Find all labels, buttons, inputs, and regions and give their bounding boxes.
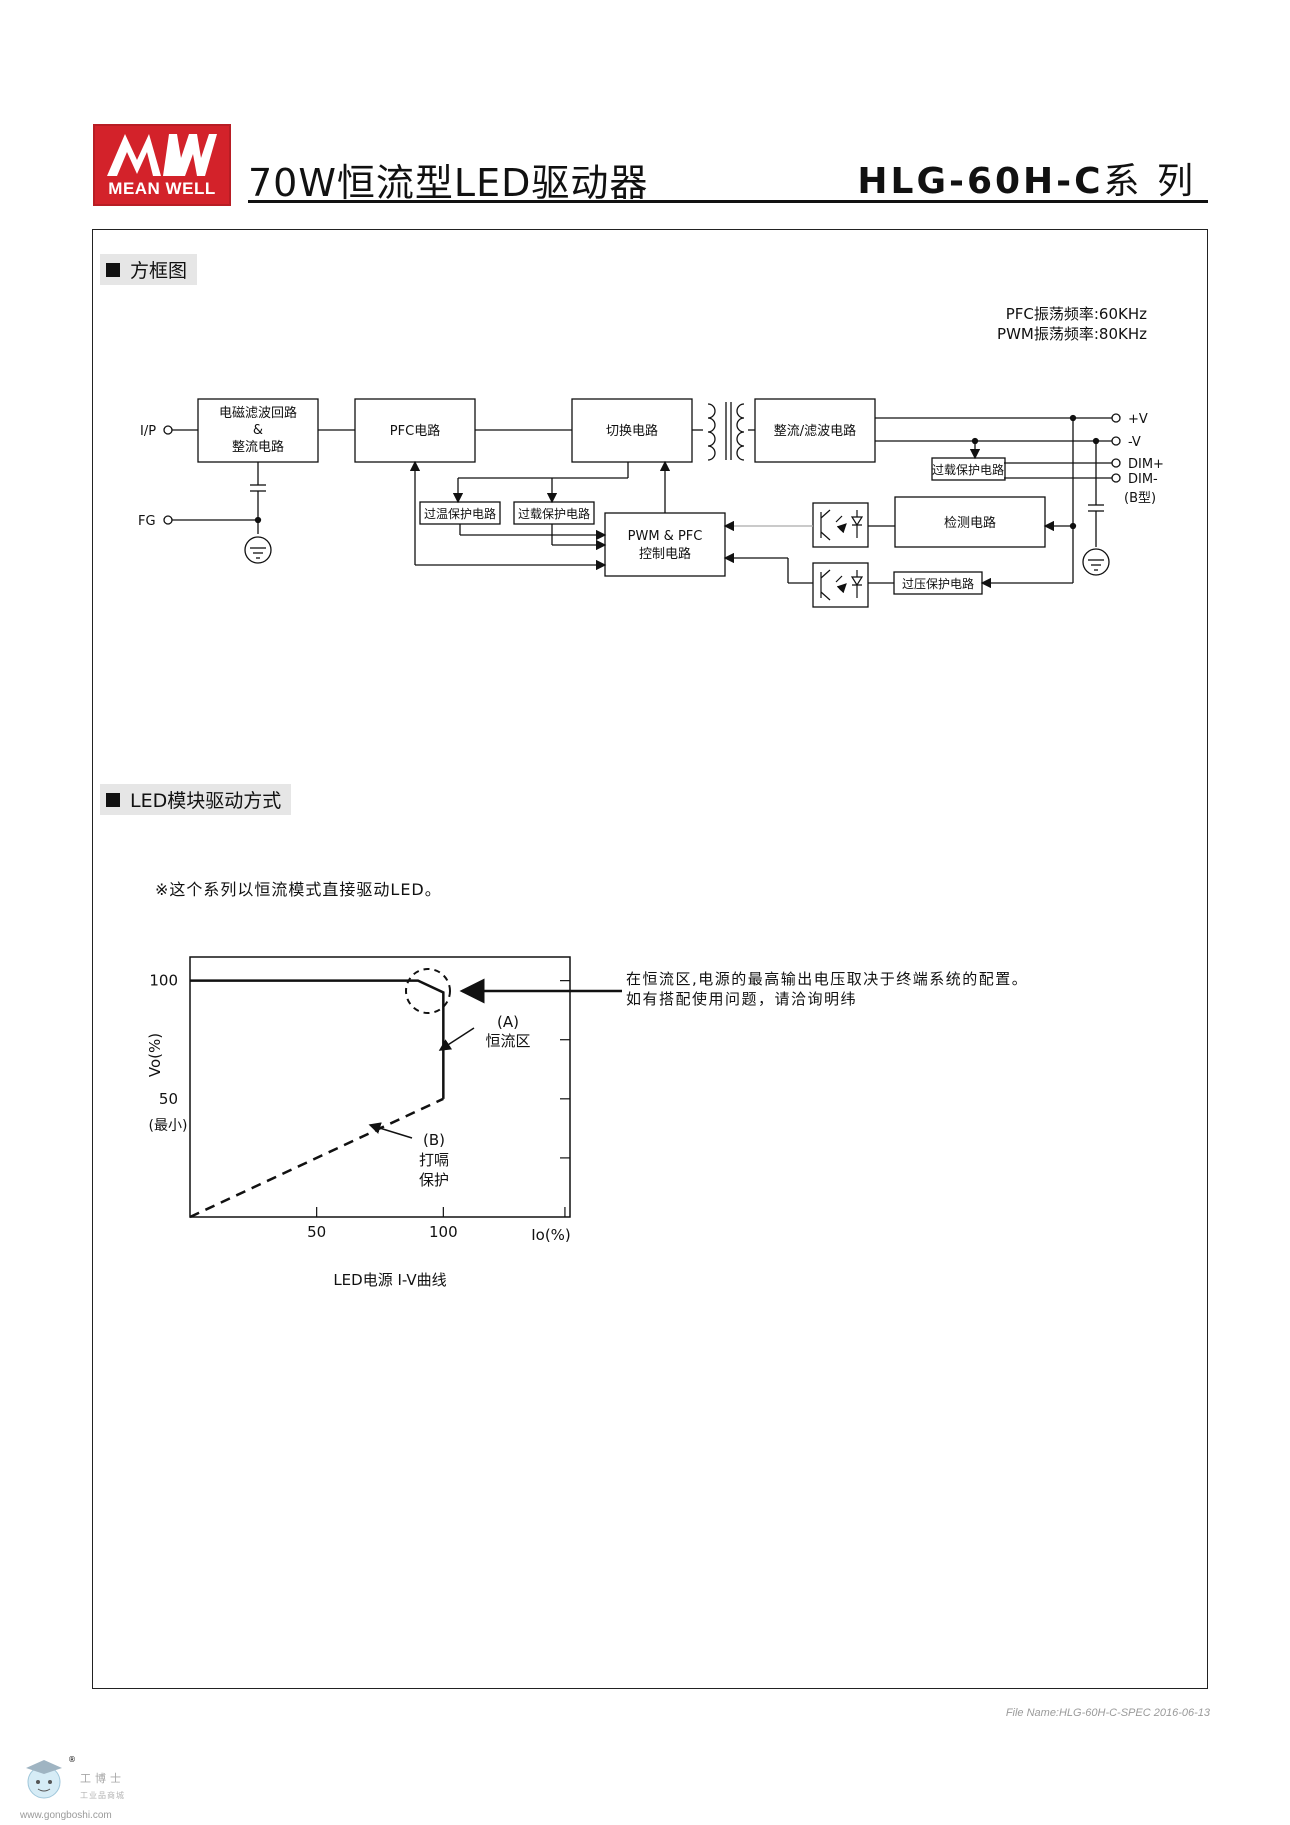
header-rule xyxy=(248,200,1208,203)
watermark-sub: 工业品商城 xyxy=(80,1791,125,1800)
rectifier-filter-block xyxy=(754,398,876,463)
input-fg-label: FG xyxy=(138,514,156,529)
annotation-a-text: 恒流区 xyxy=(485,1032,530,1050)
cv-region-note: 在恒流区,电源的最高输出电压取决于终端系统的配置。 如有搭配使用问题，请洽询明纬 xyxy=(626,969,1028,1009)
annotation-b-text-1: 打嗝 xyxy=(419,1151,449,1169)
y-axis-label: Vo(%) xyxy=(146,1033,164,1077)
emi-label-1: 电磁滤波回路 xyxy=(219,405,297,421)
page-title: 70W恒流型LED驱动器 xyxy=(248,161,649,205)
watermark-url: www.gongboshi.com xyxy=(20,1810,112,1821)
series-model: HLG-60H-C xyxy=(857,161,1104,202)
section-title: 方框图 xyxy=(130,260,188,282)
section-block-diagram: 方框图 xyxy=(100,254,198,285)
optocoupler-2-icon xyxy=(812,562,869,608)
input-ip-label: I/P xyxy=(140,424,156,439)
output-dim-pos-label: DIM+ xyxy=(1128,457,1164,472)
olp2-label: 过载保护电路 xyxy=(932,462,1004,477)
square-bullet-icon xyxy=(106,792,120,807)
oscillation-frequencies: PFC振荡频率:60KHz PWM振荡频率:80KHz xyxy=(997,304,1147,344)
emi-label-amp: & xyxy=(253,423,263,438)
cv-region-marker xyxy=(405,968,451,1014)
mean-well-logo: MEAN WELL xyxy=(93,124,231,206)
annotation-b-text-2: 保护 xyxy=(419,1171,449,1189)
series-title: HLG-60H-C系 列 xyxy=(857,152,1196,204)
section-led-drive: LED模块驱动方式 xyxy=(100,784,292,815)
switching-label: 切换电路 xyxy=(606,423,658,439)
file-name-footer: File Name:HLG-60H-C-SPEC 2016-06-13 xyxy=(1005,1707,1210,1719)
y-tick-label: 50 xyxy=(159,1090,178,1108)
brand-name: MEAN WELL xyxy=(108,179,216,198)
annotation-b-label: (B) xyxy=(423,1131,445,1149)
transformer-primary-icon xyxy=(707,403,716,461)
mw-logo-icon xyxy=(107,134,217,176)
output-neg-label: -V xyxy=(1128,435,1141,450)
otp-label: 过温保护电路 xyxy=(424,506,496,521)
ovp-label: 过压保护电路 xyxy=(902,576,974,591)
emi-label-2: 整流电路 xyxy=(232,439,284,455)
constant-current-line xyxy=(190,979,445,1099)
chart-title: LED电源 I-V曲线 xyxy=(333,1271,446,1289)
annotation-a-arrow xyxy=(438,1027,475,1051)
optocoupler-1-icon xyxy=(812,502,869,548)
section-title: LED模块驱动方式 xyxy=(130,790,282,812)
cv-note-line-2: 如有搭配使用问题，请洽询明纬 xyxy=(626,990,858,1008)
transformer-secondary-icon xyxy=(736,403,745,461)
output-pos-label: +V xyxy=(1128,412,1148,427)
cv-note-line-1: 在恒流区,电源的最高输出电压取决于终端系统的配置。 xyxy=(626,970,1029,988)
plot-frame xyxy=(189,956,571,1218)
output-dim-neg-label: DIM- xyxy=(1128,472,1158,487)
x-tick-label: 100 xyxy=(429,1223,458,1241)
x-tick-label: 50 xyxy=(307,1223,326,1241)
pfc-circuit-label: PFC电路 xyxy=(390,423,440,439)
pwm-frequency: PWM振荡频率:80KHz xyxy=(997,325,1147,343)
rectifier-filter-label: 整流/滤波电路 xyxy=(774,423,856,439)
y-tick-label: 100 xyxy=(149,972,178,990)
control-label-1: PWM & PFC xyxy=(628,529,703,544)
gongboshi-mascot-icon: ® xyxy=(26,1755,76,1799)
annotation-b-arrow xyxy=(368,1122,413,1139)
y-min-label: (最小) xyxy=(149,1118,188,1134)
led-drive-note: ※这个系列以恒流模式直接驱动LED。 xyxy=(155,880,442,899)
overload-protection-block-2 xyxy=(931,457,1006,481)
annotation-a-label: (A) xyxy=(497,1013,519,1031)
output-b-type-label: (B型) xyxy=(1124,491,1156,506)
square-bullet-icon xyxy=(106,262,120,277)
hiccup-protection-line xyxy=(189,1097,444,1219)
block-diagram: I/P FG 电磁滤波回路 & 整流电路 PFC电路 切换电路 整流/滤波电路 … xyxy=(138,398,1164,608)
watermark-brand: 工博士 xyxy=(80,1772,125,1785)
control-label-2: 控制电路 xyxy=(639,546,691,562)
iv-curve-chart: 50 100 100 50 (A) 恒流区 (B) 打嗝 保护 Vo(%) (最小)… xyxy=(146,956,622,1289)
detection-label: 检测电路 xyxy=(944,515,996,531)
series-suffix: 系 列 xyxy=(1103,161,1196,202)
x-axis-label: Io(%) xyxy=(531,1226,571,1244)
overload-protection-block-1 xyxy=(513,501,595,525)
content-frame xyxy=(92,229,1208,1689)
pfc-frequency: PFC振荡频率:60KHz xyxy=(1005,305,1147,323)
olp1-label: 过载保护电路 xyxy=(518,506,590,521)
svg-text:®: ® xyxy=(68,1755,76,1764)
